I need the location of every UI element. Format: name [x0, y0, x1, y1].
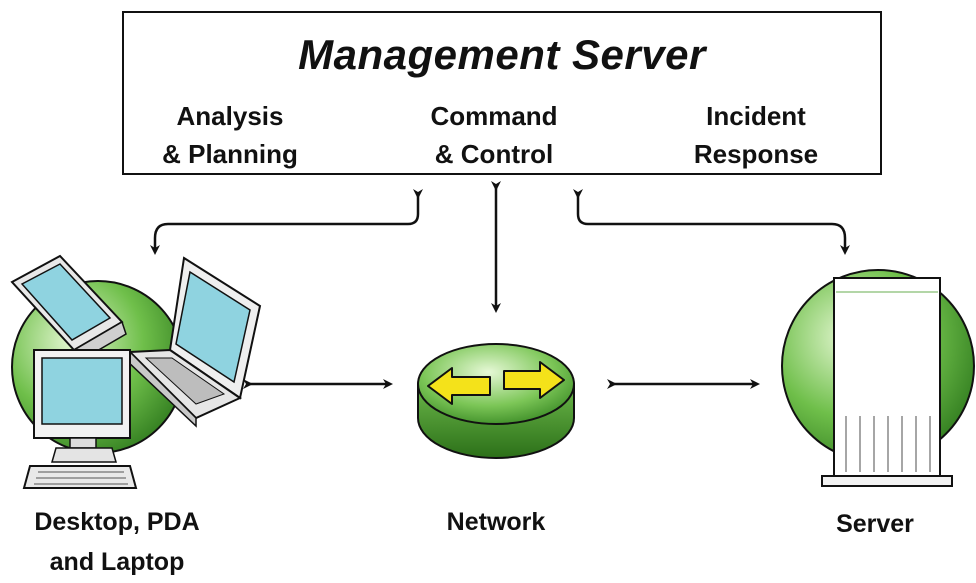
function-incident-response: Incident Response	[693, 101, 819, 169]
server-icon	[781, 269, 975, 487]
function-analysis-planning: Analysis & Planning	[162, 101, 298, 169]
desktop-icon	[22, 349, 138, 489]
router-icon	[417, 343, 575, 459]
function-command-control: Command & Control	[430, 101, 558, 169]
clients-icon	[10, 254, 262, 489]
clients-label: Desktop, PDA and Laptop	[34, 508, 200, 576]
arrow-mgmt-to-clients	[150, 189, 423, 255]
network-label: Network	[446, 508, 546, 536]
management-server-box: Management Server Analysis & Planning Co…	[122, 11, 882, 175]
arrow-mgmt-to-server	[573, 189, 850, 255]
laptop-icon	[125, 256, 262, 428]
connector-arrows	[150, 181, 850, 389]
left-yellow-arrow	[427, 367, 491, 405]
server-label: Server	[836, 510, 914, 538]
right-yellow-arrow	[503, 361, 565, 399]
management-server-title: Management Server	[298, 31, 706, 78]
